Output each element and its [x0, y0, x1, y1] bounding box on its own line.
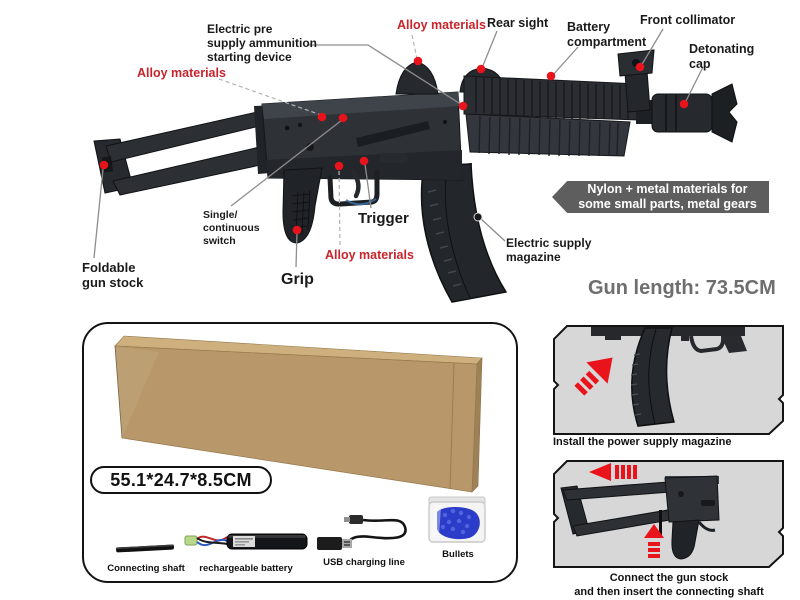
- callout-dots: [99, 56, 689, 235]
- grip-graphic: [282, 167, 323, 244]
- trigger-graphic: [327, 169, 380, 207]
- usb-cable-icon: [309, 513, 419, 553]
- cardboard-box-graphic: [114, 335, 483, 493]
- rechargeable-battery-icon: [181, 525, 311, 559]
- magazine-dot: [473, 212, 483, 222]
- magazine-graphic: [420, 163, 508, 303]
- red-arrow-left: [589, 463, 637, 481]
- label-foldable-gun-stock: Foldable gun stock: [82, 260, 144, 291]
- label-alloy-materials-top: Alloy materials: [397, 18, 486, 32]
- label-electric-pre-device: Electric pre supply ammunition starting …: [207, 22, 318, 65]
- stock-graphic: [93, 105, 284, 196]
- handguard-graphic: [463, 75, 639, 157]
- label-front-collimator: Front collimator: [640, 13, 736, 27]
- label-rear-sight: Rear sight: [487, 16, 549, 30]
- red-arrow-up-right: [574, 357, 613, 396]
- muzzle-graphic: [617, 49, 738, 143]
- label-alloy-materials-bottom: Alloy materials: [325, 248, 414, 262]
- accessory-rechargeable-battery: rechargeable battery: [181, 510, 311, 574]
- label-alloy-materials-left: Alloy materials: [137, 66, 226, 80]
- callout-lines: [93, 28, 704, 268]
- instruction-panel-magazine: [553, 325, 785, 435]
- package-contents-section: 55.1*24.7*8.5CM Connecting shaft: [82, 322, 518, 583]
- label-trigger: Trigger: [358, 210, 409, 227]
- materials-banner: Nylon + metal materials for some small p…: [552, 181, 769, 213]
- gun-length-text: Gun length: 73.5CM: [588, 277, 776, 299]
- callout-lines-dashed: [218, 34, 418, 246]
- accessory-label: rechargeable battery: [199, 563, 293, 574]
- label-battery-compartment: Battery compartment: [567, 20, 647, 49]
- accessory-connecting-shaft: Connecting shaft: [96, 510, 196, 574]
- accessory-usb-charging-line: USB charging line: [309, 504, 419, 568]
- instruction-panel-stock: [553, 460, 785, 568]
- gel-bullets-bag-icon: [413, 495, 503, 545]
- label-grip: Grip: [281, 271, 314, 288]
- connecting-shaft-in-panel: [659, 510, 662, 538]
- red-arrow-up-small: [644, 524, 664, 558]
- label-single-continuous-switch: Single/ continuous switch: [203, 209, 260, 248]
- caption-connect-stock: Connect the gun stock and then insert th…: [574, 572, 764, 598]
- caption-install-magazine: Install the power supply magazine: [553, 436, 732, 448]
- connect-stock-graphic: [553, 460, 784, 568]
- install-magazine-graphic: [553, 325, 784, 435]
- accessory-label: USB charging line: [323, 557, 405, 568]
- accessory-label: Bullets: [442, 549, 474, 560]
- label-electric-supply-magazine: Electric supply magazine: [506, 236, 592, 265]
- gun-illustration: [93, 28, 738, 303]
- box-dimensions-pill: 55.1*24.7*8.5CM: [90, 466, 272, 494]
- accessory-label: Connecting shaft: [107, 563, 185, 574]
- accessory-bullets: Bullets: [413, 496, 503, 560]
- label-detonating-cap: Detonating cap: [689, 42, 755, 71]
- connecting-shaft-icon: [96, 537, 196, 559]
